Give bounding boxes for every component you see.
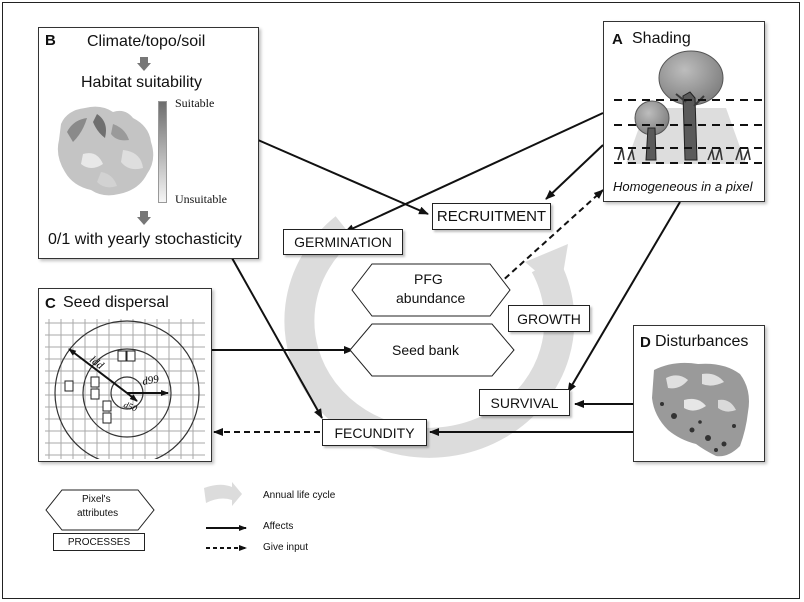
habitat-suitability-label: Habitat suitability	[81, 74, 202, 91]
seed-dispersal-title: Seed dispersal	[63, 294, 169, 311]
habitat-panel: B Climate/topo/soil Habitat suitability …	[38, 27, 259, 259]
panel-letter-c: C	[45, 295, 56, 312]
pfg-label-line1: PFG	[414, 271, 443, 287]
suitability-scale-bar	[158, 101, 167, 203]
shading-illustration	[614, 50, 762, 164]
legend-attributes-line2: attributes	[77, 508, 119, 519]
legend-processes-box: PROCESSES	[53, 533, 145, 551]
pfg-label-line2: abundance	[396, 290, 466, 306]
dispersal-grid: ldd d99 d50	[45, 319, 205, 459]
shading-title: Shading	[632, 30, 691, 47]
disturbances-title: Disturbances	[655, 333, 749, 350]
disturbance-map	[652, 362, 749, 457]
d50-label: d50	[122, 399, 139, 413]
scale-top-label: Suitable	[175, 96, 215, 110]
affects-arrows	[212, 112, 681, 436]
arrow-shading-to-recruitment	[545, 144, 604, 200]
shading-panel: A Shading Homogeneous in a pixel	[603, 21, 765, 202]
panel-letter-b: B	[45, 32, 56, 49]
pfg-abundance-shape	[351, 263, 511, 317]
recruitment-box: RECRUITMENT	[432, 203, 551, 230]
legend-attributes-shape	[45, 489, 155, 531]
legend-cycle-label: Annual life cycle	[263, 490, 336, 501]
d99-label: d99	[141, 373, 160, 388]
input-arrows	[213, 189, 604, 436]
fecundity-box: FECUNDITY	[322, 419, 427, 446]
seed-bank-label: Seed bank	[392, 342, 459, 358]
germination-box: GERMINATION	[283, 229, 403, 255]
habitat-title: Climate/topo/soil	[87, 33, 206, 50]
down-arrow-icon	[137, 211, 151, 225]
arrow-habitat-to-recruitment	[257, 139, 429, 215]
panel-letter-d: D	[640, 334, 651, 351]
seed-dispersal-panel: C Seed dispersal ldd d99 d50	[38, 288, 212, 462]
arrow-abundance-to-shading	[489, 189, 604, 293]
arrow-shading-to-germination	[344, 112, 604, 233]
disturbances-panel: D Disturbances	[633, 325, 765, 462]
scale-bottom-label: Unsuitable	[175, 192, 227, 206]
legend-input-label: Give input	[263, 542, 309, 553]
legend-affects-label: Affects	[263, 521, 294, 532]
survival-box: SURVIVAL	[479, 389, 570, 416]
arrow-shading-to-survival	[567, 201, 681, 393]
panel-letter-a: A	[612, 31, 623, 48]
suitability-map	[57, 106, 154, 196]
arrow-habitat-to-fecundity	[231, 257, 323, 419]
growth-box: GROWTH	[508, 305, 590, 332]
seed-bank-shape	[349, 323, 515, 377]
down-arrow-icon	[137, 57, 151, 71]
legend-cycle-shape	[204, 482, 242, 506]
habitat-footer: 0/1 with yearly stochasticity	[48, 231, 242, 248]
legend-attributes-line1: Pixel's	[82, 494, 111, 505]
shading-caption: Homogeneous in a pixel	[613, 179, 753, 194]
